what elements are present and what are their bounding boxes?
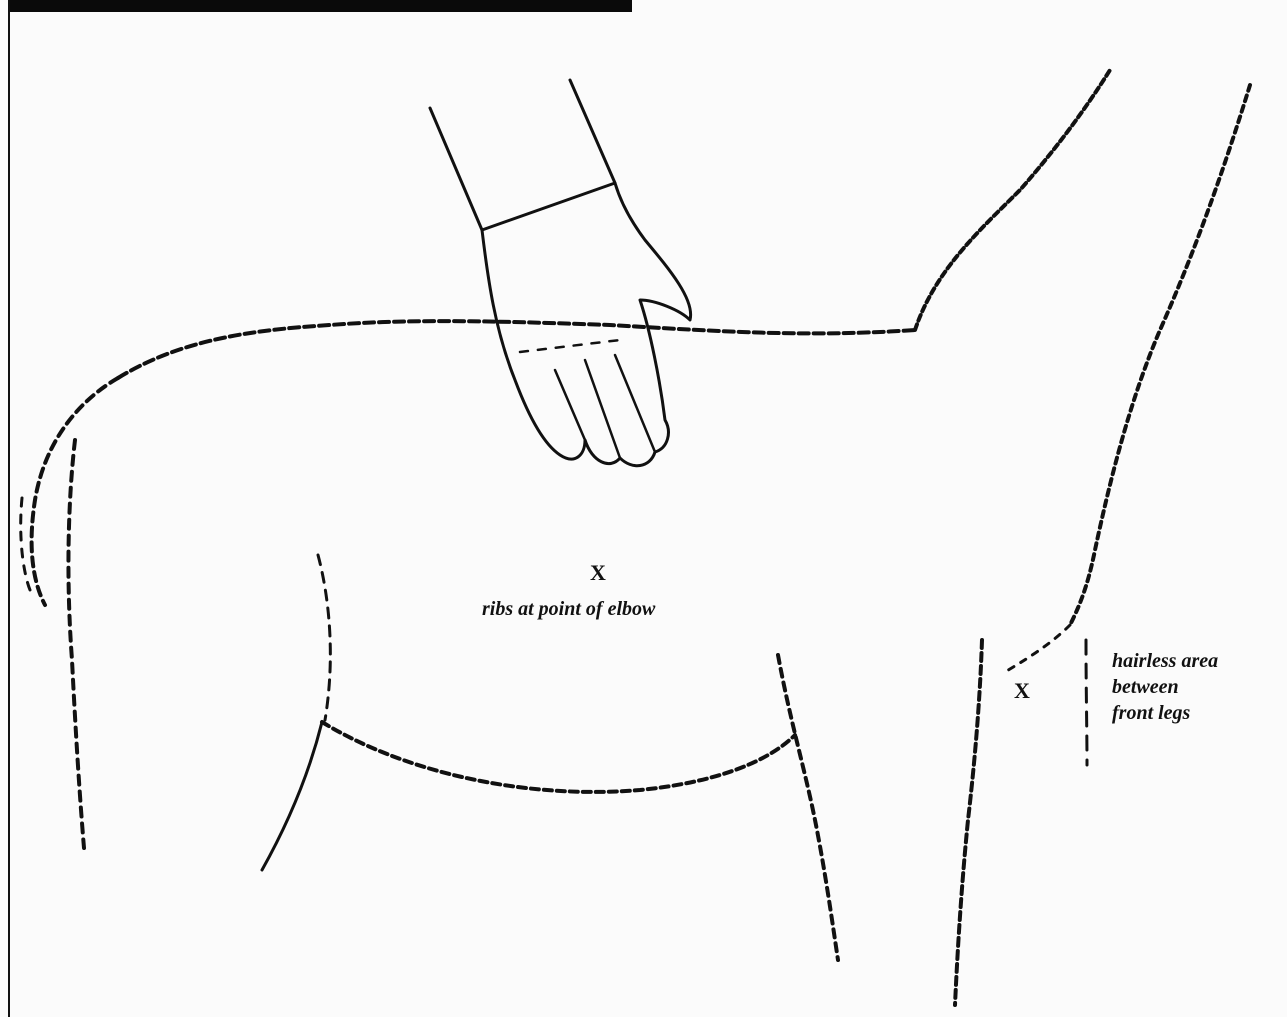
chest-line [1005,625,1070,672]
belly-outline [322,722,795,792]
ribs-caption: ribs at point of elbow [482,596,655,622]
back-outline [118,321,915,378]
finger-lines [555,355,655,458]
front-leg-middle [955,640,982,1005]
hairless-caption: hairless area between front legs [1112,648,1218,726]
hairless-caption-line: hairless area [1112,648,1218,674]
hairless-caption-line: between [1112,674,1218,700]
hind-leg-front [262,722,322,870]
front-leg-rear [778,655,838,960]
hairless-caption-line: front legs [1112,700,1218,726]
neck-front-outline [915,70,1110,330]
hand-crossing-line [520,340,620,352]
ribs-marker: X [590,560,606,586]
neck-back-outline [1070,85,1250,625]
hind-leg-left [68,440,84,848]
hand-sleeve [430,80,615,230]
rump-outline [32,378,118,605]
hind-leg-inner [21,498,30,590]
hairless-marker: X [1014,678,1030,704]
stifle-outline [318,555,330,720]
front-leg-front [1086,640,1087,765]
hand-outline [482,183,691,466]
